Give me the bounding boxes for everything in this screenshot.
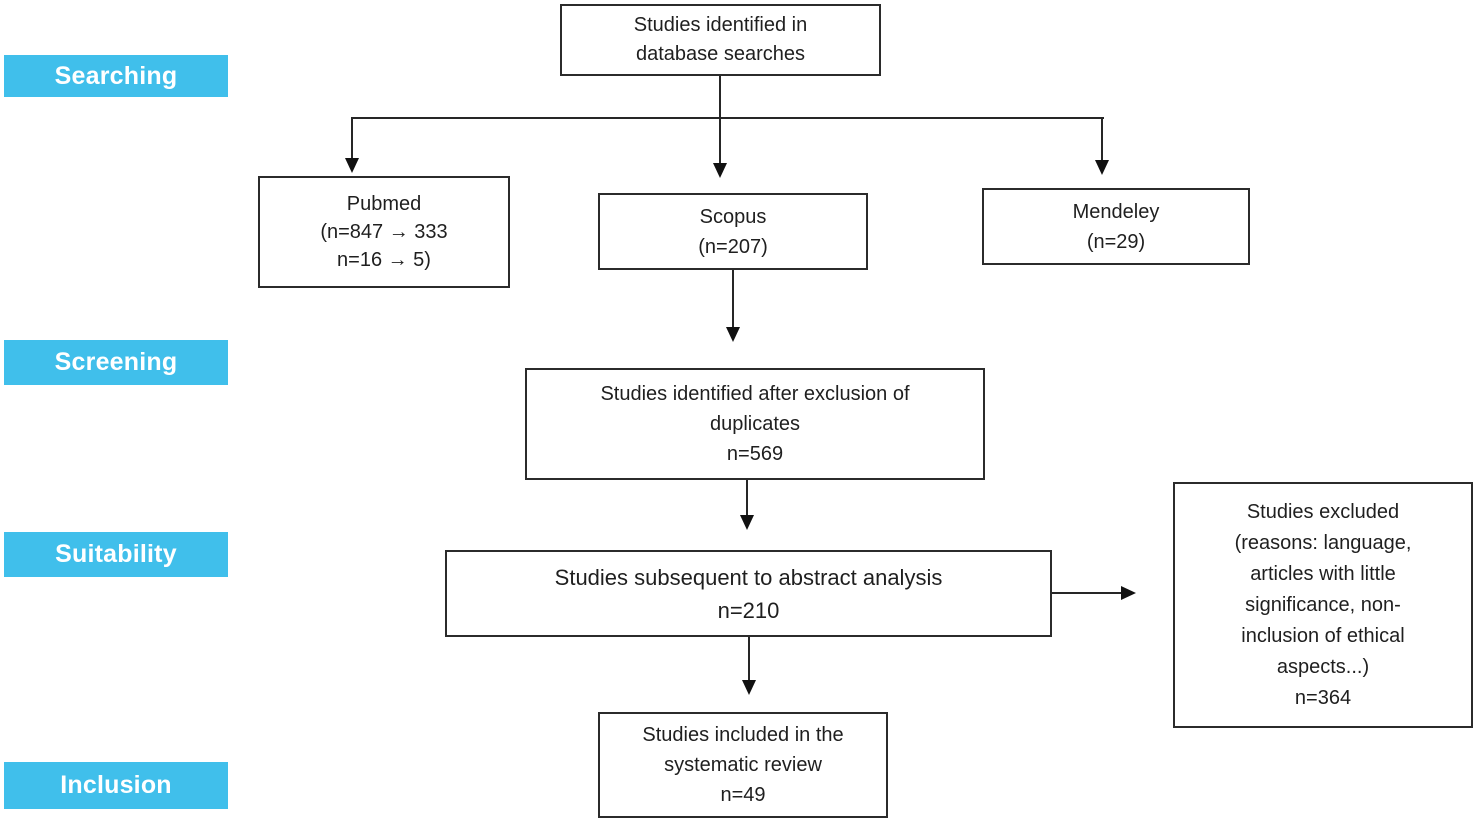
- connector-duplicates-to-abstract: [746, 480, 748, 518]
- box-scopus: Scopus (n=207): [598, 193, 868, 270]
- connector-branch-to-scopus: [719, 117, 721, 165]
- arrowhead-to-mendeley-icon: [1095, 160, 1109, 175]
- connector-branch-to-mendeley: [1101, 117, 1103, 162]
- stage-label-inclusion: Inclusion: [4, 762, 228, 809]
- box-pubmed: Pubmed (n=847 → 333 n=16 → 5): [258, 176, 510, 288]
- branch-line: [351, 117, 1104, 119]
- connector-scopus-to-duplicates: [732, 270, 734, 330]
- box-studies-included: Studies included in the systematic revie…: [598, 712, 888, 818]
- box-mendeley: Mendeley (n=29): [982, 188, 1250, 265]
- connector-branch-to-pubmed: [351, 117, 353, 160]
- box-studies-identified: Studies identified in database searches: [560, 4, 881, 76]
- arrowhead-to-pubmed-icon: [345, 158, 359, 173]
- box-after-duplicates: Studies identified after exclusion of du…: [525, 368, 985, 480]
- connector-abstract-to-excluded: [1052, 592, 1124, 594]
- connector-identified-to-branch: [719, 76, 721, 118]
- connector-abstract-to-included: [748, 637, 750, 683]
- arrowhead-to-abstract-icon: [740, 515, 754, 530]
- arrowhead-to-included-icon: [742, 680, 756, 695]
- arrowhead-to-duplicates-icon: [726, 327, 740, 342]
- stage-label-suitability: Suitability: [4, 532, 228, 577]
- arrowhead-to-scopus-icon: [713, 163, 727, 178]
- box-studies-excluded: Studies excluded (reasons: language, art…: [1173, 482, 1473, 728]
- stage-label-screening: Screening: [4, 340, 228, 385]
- arrowhead-to-excluded-icon: [1121, 586, 1136, 600]
- box-abstract-analysis: Studies subsequent to abstract analysis …: [445, 550, 1052, 637]
- stage-label-searching: Searching: [4, 55, 228, 97]
